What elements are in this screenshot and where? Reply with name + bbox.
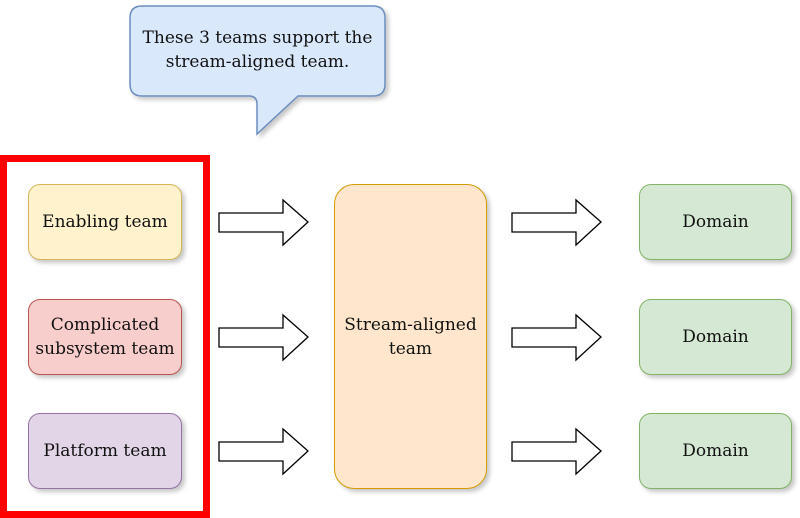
callout-shape: [129, 5, 386, 136]
arrow-complicated-to-stream: [218, 313, 309, 362]
node-label: Domain: [682, 327, 749, 347]
callout-line: These 3 teams support the: [142, 28, 373, 48]
node-label: Stream-aligned: [344, 314, 477, 335]
callout-bubble: [129, 5, 386, 136]
highlight-frame: [0, 155, 210, 518]
callout-line: stream-aligned team.: [165, 52, 350, 72]
complicated-subsystem-team-node[interactable]: Complicated subsystem team: [28, 299, 182, 375]
arrow-enabling-to-stream: [218, 198, 309, 247]
node-label: Domain: [682, 441, 749, 461]
node-label: Complicated: [50, 315, 160, 335]
node-label: team: [388, 338, 433, 359]
node-label: subsystem team: [35, 339, 175, 359]
arrow-stream-to-domain-3: [511, 427, 602, 476]
node-label: Platform team: [43, 441, 167, 461]
arrow-stream-to-domain-1: [511, 198, 602, 247]
stream-aligned-team-node[interactable]: Stream-aligned team: [334, 184, 487, 489]
domain-node[interactable]: Domain: [639, 184, 792, 260]
callout-text: These 3 teams support the stream-aligned…: [130, 26, 385, 74]
arrow-platform-to-stream: [218, 427, 309, 476]
domain-node[interactable]: Domain: [639, 299, 792, 375]
node-label: Enabling team: [42, 212, 168, 232]
domain-node[interactable]: Domain: [639, 413, 792, 489]
node-label: Domain: [682, 212, 749, 232]
enabling-team-node[interactable]: Enabling team: [28, 184, 182, 260]
arrow-stream-to-domain-2: [511, 313, 602, 362]
platform-team-node[interactable]: Platform team: [28, 413, 182, 489]
